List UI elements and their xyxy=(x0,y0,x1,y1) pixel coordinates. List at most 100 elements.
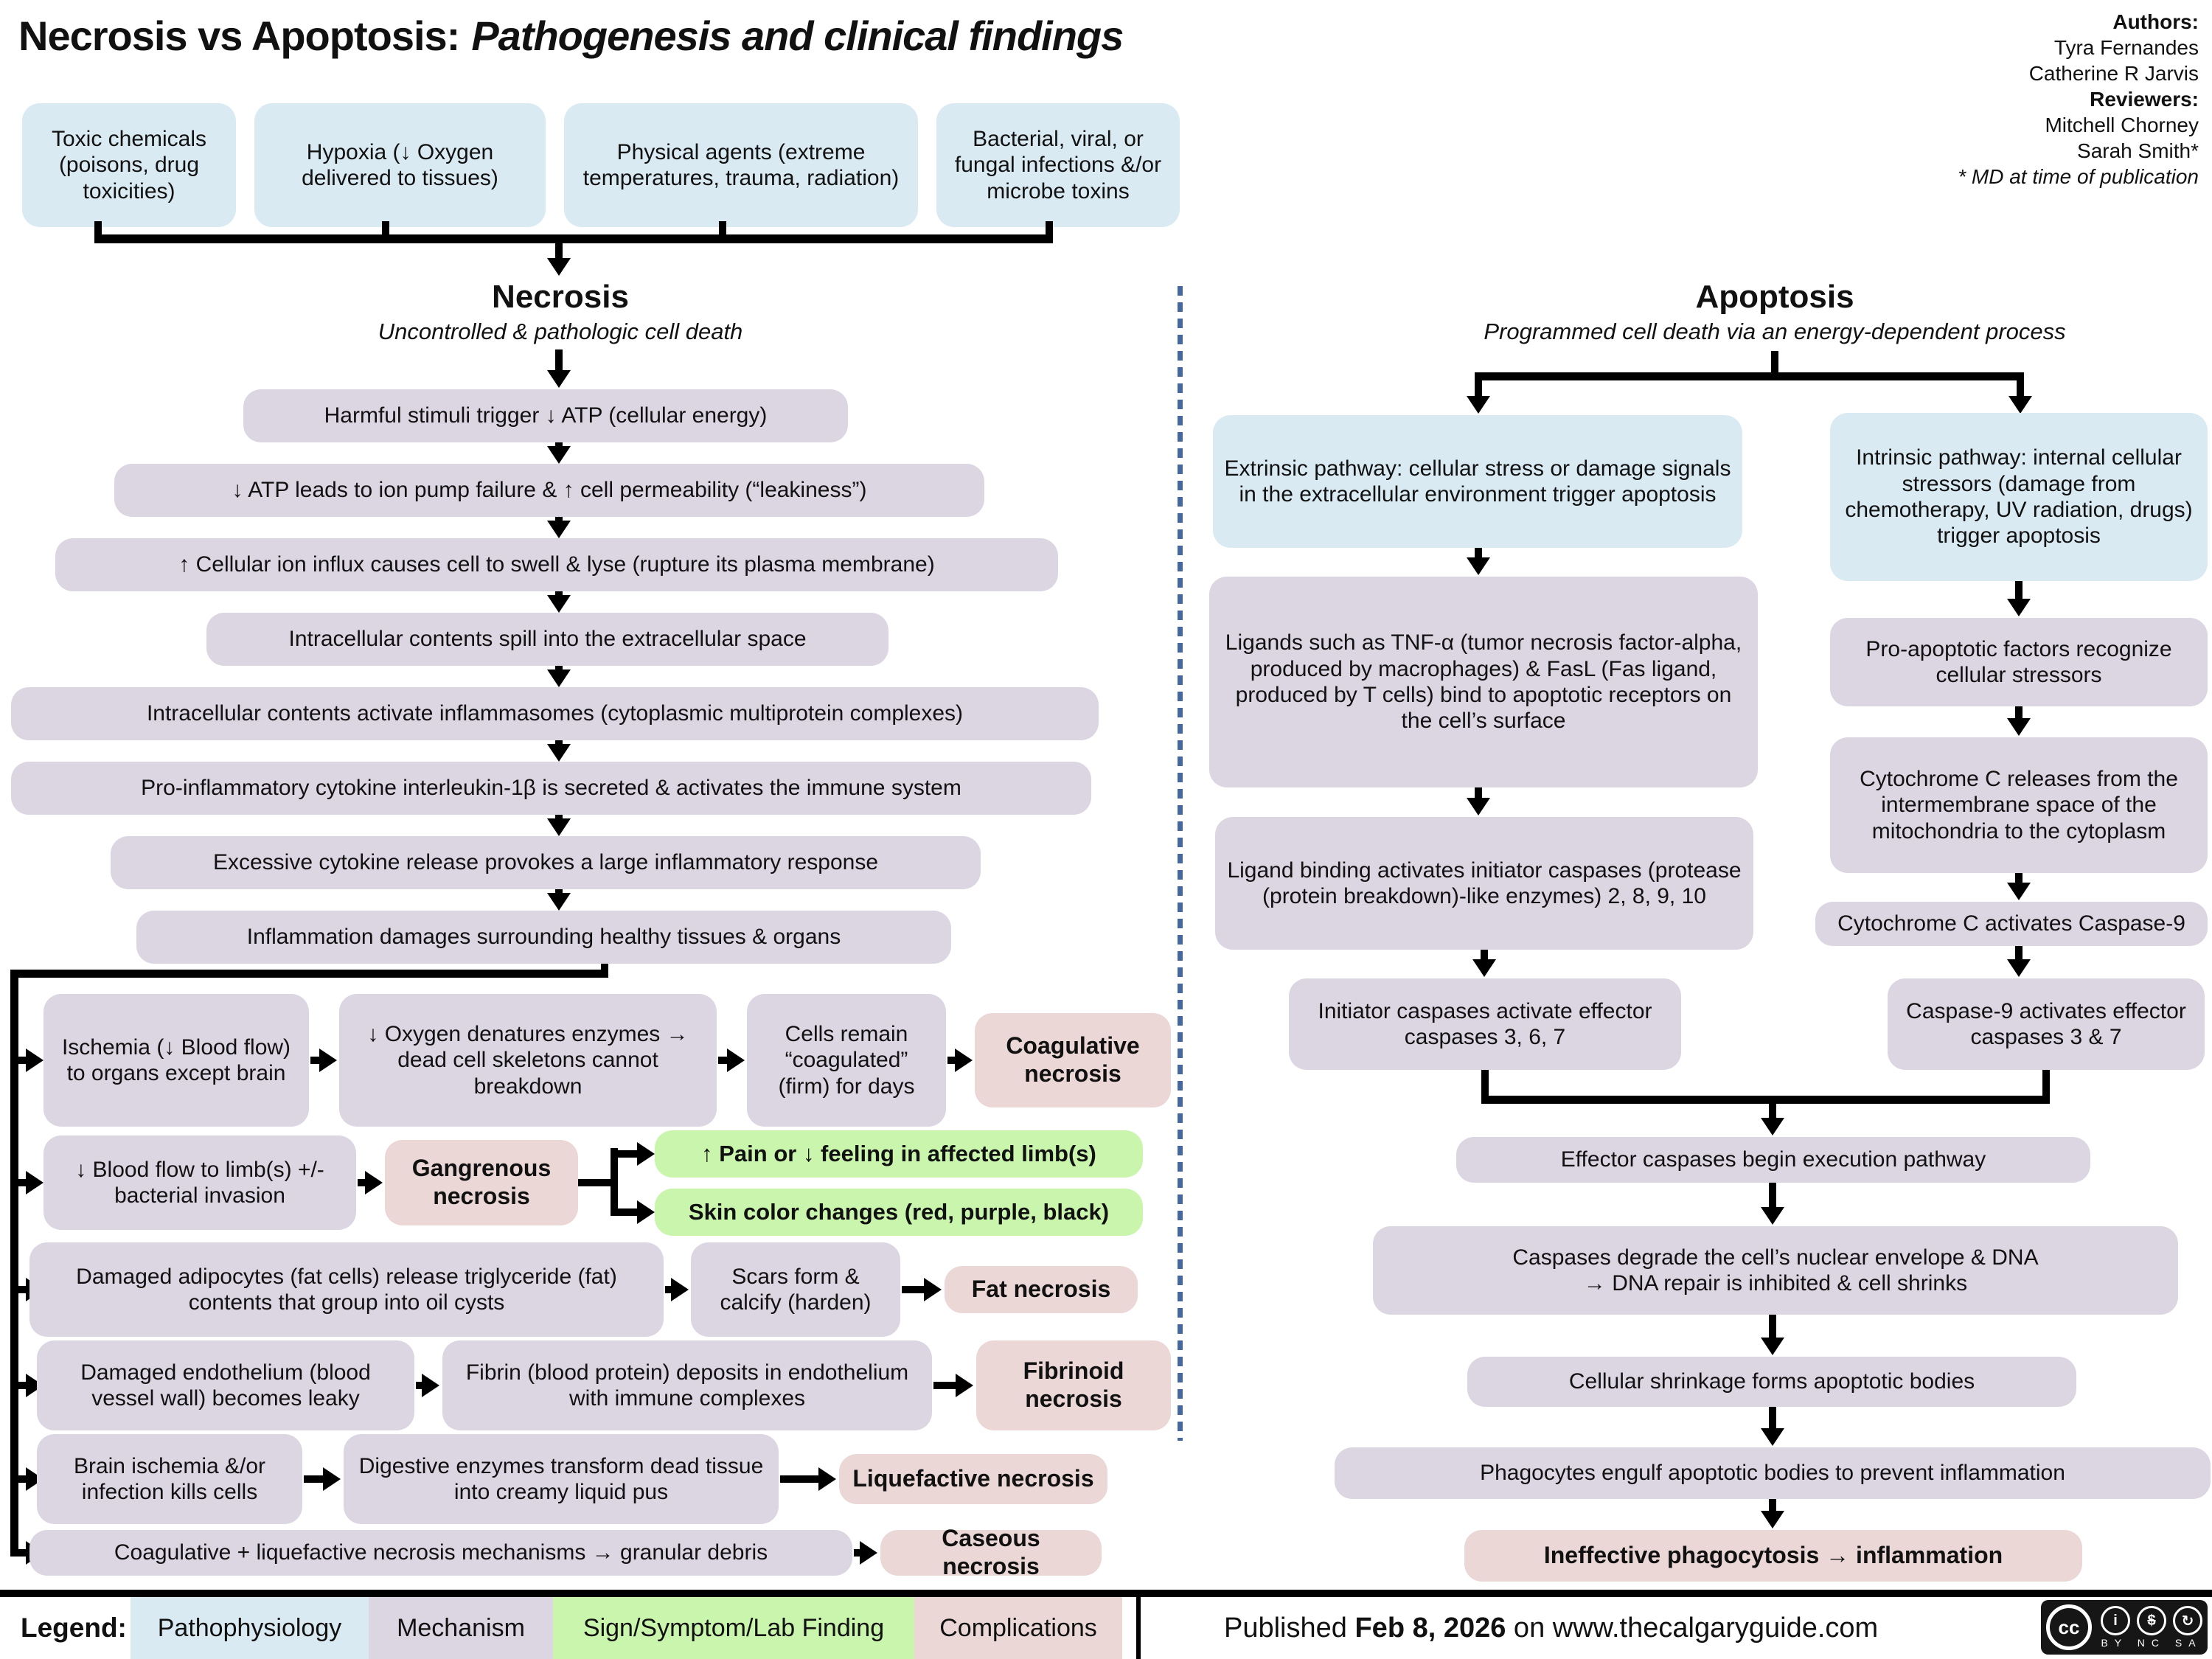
arrow-down xyxy=(547,243,571,276)
arrow-right xyxy=(310,1048,337,1072)
footer-divider xyxy=(0,1590,2212,1597)
connector-line xyxy=(578,1179,618,1186)
necrosis-step-contents-spill: Intracellular contents spill into the ex… xyxy=(206,613,888,666)
arrow-down xyxy=(1467,548,1490,575)
arrow-right xyxy=(18,1278,44,1301)
arrow-right xyxy=(611,1142,655,1166)
legend-sign-swatch: Sign/Symptom/Lab Finding xyxy=(553,1597,914,1659)
arrow-right xyxy=(933,1374,973,1397)
pro-apoptotic-box: Pro-apoptotic factors recognize cellular… xyxy=(1830,618,2208,706)
necrosis-step-inflammasomes: Intracellular contents activate inflamma… xyxy=(11,687,1099,740)
arrow-down xyxy=(547,889,571,911)
liquefactive-mechanism-box: Digestive enzymes transform dead tissue … xyxy=(344,1434,779,1524)
cause-hypoxia: Hypoxia (↓ Oxygen delivered to tissues) xyxy=(254,103,546,227)
arrow-down xyxy=(2007,946,2031,977)
necrosis-step-cell-swell-lyse: ↑ Cellular ion influx causes cell to swe… xyxy=(55,538,1058,591)
title-subtitle: Pathogenesis and clinical findings xyxy=(471,13,1124,59)
arrow-down xyxy=(1761,1104,1784,1135)
coagulative-necrosis-box: Coagulative necrosis xyxy=(975,1013,1171,1107)
arrow-down xyxy=(1467,787,1490,815)
cellular-shrinkage-box: Cellular shrinkage forms apoptotic bodie… xyxy=(1467,1357,2076,1407)
fibrinoid-cause-box: Damaged endothelium (blood vessel wall) … xyxy=(37,1340,414,1430)
necrosis-step-cytokine-release: Excessive cytokine release provokes a la… xyxy=(111,836,981,889)
extrinsic-pathway-box: Extrinsic pathway: cellular stress or da… xyxy=(1213,415,1742,548)
arrow-right xyxy=(611,1200,655,1224)
apoptosis-subtitle: Programmed cell death via an energy-depe… xyxy=(1484,319,2066,344)
fat-necrosis-box: Fat necrosis xyxy=(945,1266,1138,1313)
credits-block: Authors: Tyra Fernandes Catherine R Jarv… xyxy=(1958,9,2199,189)
author-name: Catherine R Jarvis xyxy=(2028,62,2199,85)
legend-complications-swatch: Complications xyxy=(914,1597,1122,1659)
caseous-mechanism-box: Coagulative + liquefactive necrosis mech… xyxy=(29,1530,852,1576)
fat-mechanism-box: Scars form & calcify (harden) xyxy=(691,1242,900,1337)
arrow-down xyxy=(547,666,571,687)
arrow-down xyxy=(547,815,571,836)
connector-line xyxy=(601,964,608,975)
gangrenous-necrosis-box: Gangrenous necrosis xyxy=(385,1140,578,1225)
apoptosis-heading: Apoptosis xyxy=(1695,279,1854,315)
arrow-down xyxy=(1761,1183,1784,1225)
legend-divider xyxy=(1136,1597,1141,1659)
caspases-degrade-box: Caspases degrade the cell’s nuclear enve… xyxy=(1373,1226,2178,1315)
connector-tick xyxy=(94,221,102,234)
caspases-degrade-line2: → DNA repair is inhibited & cell shrinks xyxy=(1583,1271,1968,1295)
section-divider xyxy=(1178,286,1183,1441)
intrinsic-pathway-box: Intrinsic pathway: internal cellular str… xyxy=(1830,413,2208,581)
legend-mechanism-swatch: Mechanism xyxy=(369,1597,553,1659)
title-main: Necrosis vs Apoptosis: xyxy=(18,13,460,59)
connector-line xyxy=(1475,372,2024,380)
connector-tick xyxy=(719,221,726,234)
connector-line xyxy=(1481,1070,1489,1104)
arrow-right xyxy=(902,1278,942,1301)
published-line: Published Feb 8, 2026 on www.thecalgaryg… xyxy=(1224,1597,1878,1659)
caspases-degrade-line1: Caspases degrade the cell’s nuclear enve… xyxy=(1512,1245,2039,1270)
gangrenous-symptom-pain-box: ↑ Pain or ↓ feeling in affected limb(s) xyxy=(655,1130,1143,1178)
connector-line xyxy=(1771,351,1778,380)
connector-trunk xyxy=(10,970,18,1557)
coagulative-result-box: Cells remain “coagulated” (firm) for day… xyxy=(747,994,946,1127)
arrow-right xyxy=(18,1048,44,1072)
arrow-right xyxy=(718,1048,745,1072)
initiator-caspases-box: Initiator caspases activate effector cas… xyxy=(1289,978,1681,1070)
connector-tick xyxy=(1046,221,1053,234)
connector-bracket xyxy=(94,234,1053,243)
arrow-down xyxy=(1761,1407,1784,1446)
liquefactive-cause-box: Brain ischemia &/or infection kills cell… xyxy=(37,1434,302,1524)
md-footnote: * MD at time of publication xyxy=(1958,165,2199,188)
cc-license-badge: cc i $ ↻ BY NC SA xyxy=(2041,1600,2208,1655)
necrosis-subtitle: Uncontrolled & pathologic cell death xyxy=(378,319,743,344)
arrow-right xyxy=(18,1541,44,1565)
cytochrome-release-box: Cytochrome C releases from the intermemb… xyxy=(1830,737,2208,873)
arrow-right xyxy=(416,1374,439,1397)
author-name: Tyra Fernandes xyxy=(2053,36,2199,59)
necrosis-step-interleukin: Pro-inflammatory cytokine interleukin-1β… xyxy=(11,762,1091,815)
arrow-down xyxy=(547,517,571,538)
necrosis-step-inflammation-damage: Inflammation damages surrounding healthy… xyxy=(136,911,951,964)
arrow-down xyxy=(1467,380,1490,414)
cc-labels: BY NC SA xyxy=(2101,1637,2202,1649)
necrosis-heading: Necrosis xyxy=(492,279,629,315)
phagocytes-box: Phagocytes engulf apoptotic bodies to pr… xyxy=(1335,1447,2211,1499)
arrow-right xyxy=(18,1467,44,1491)
cause-infections: Bacterial, viral, or fungal infections &… xyxy=(936,103,1180,227)
arrow-down xyxy=(547,740,571,762)
reviewer-name: Sarah Smith* xyxy=(2077,139,2199,162)
ligand-binding-box: Ligand binding activates initiator caspa… xyxy=(1215,817,1753,950)
cytochrome-activates-box: Cytochrome C activates Caspase-9 xyxy=(1815,902,2208,946)
reviewer-name: Mitchell Chorney xyxy=(2045,114,2199,136)
legend-label: Legend: xyxy=(21,1613,127,1643)
arrow-right xyxy=(780,1467,836,1491)
arrow-down xyxy=(2007,706,2031,736)
arrow-right xyxy=(947,1048,973,1072)
fat-cause-box: Damaged adipocytes (fat cells) release t… xyxy=(29,1242,664,1337)
cc-logo-icon: cc xyxy=(2046,1604,2092,1650)
arrow-right xyxy=(854,1541,877,1565)
connector-line xyxy=(10,970,608,978)
cc-nc-dollar-icon: $ xyxy=(2137,1606,2166,1635)
legend-pathophysiology-swatch: Pathophysiology xyxy=(131,1597,369,1659)
cause-toxic-chemicals: Toxic chemicals (poisons, drug toxicitie… xyxy=(22,103,236,227)
ligands-box: Ligands such as TNF-α (tumor necrosis fa… xyxy=(1209,577,1758,787)
cc-by-person-icon: i xyxy=(2101,1606,2130,1635)
arrow-right xyxy=(665,1278,689,1301)
necrosis-step-ion-pump-failure: ↓ ATP leads to ion pump failure & ↑ cell… xyxy=(114,464,984,517)
